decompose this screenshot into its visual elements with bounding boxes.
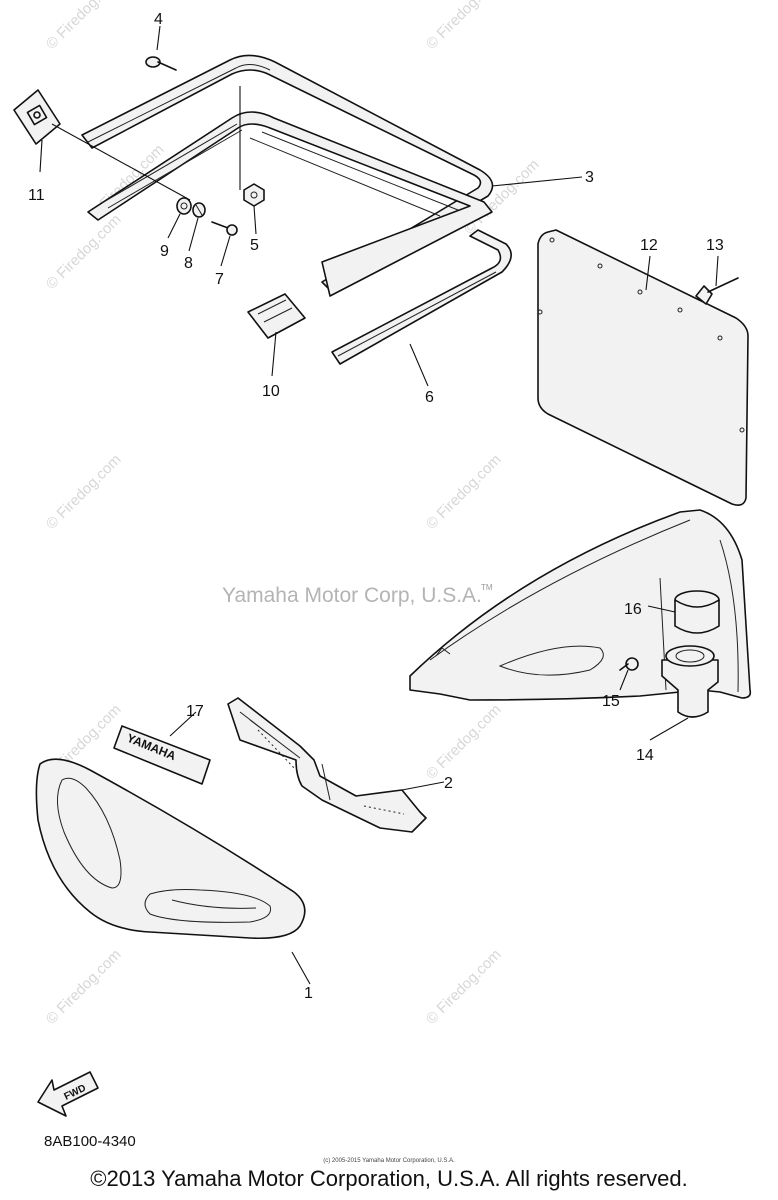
- part-10-reflector: [247, 293, 306, 339]
- callout-7: 7: [215, 271, 224, 288]
- watermark-text: © Firedog.com: [43, 451, 125, 533]
- callout-8: 8: [184, 255, 193, 272]
- callout-15: 15: [602, 693, 620, 710]
- callout-16: 16: [624, 601, 642, 618]
- callout-9: 9: [160, 243, 169, 260]
- part-1-grille: [35, 758, 306, 940]
- part-12-panel: [537, 229, 749, 506]
- callout-14: 14: [636, 747, 654, 764]
- part-15-rivet: [619, 657, 639, 671]
- callout-12: 12: [640, 237, 658, 254]
- callout-10: 10: [262, 383, 280, 400]
- watermark-tm: TM: [481, 583, 493, 592]
- callout-6: 6: [425, 389, 434, 406]
- part-3-guard-rail: [81, 54, 494, 297]
- callout-13: 13: [706, 237, 724, 254]
- watermark-text: © Firedog.com: [423, 0, 505, 53]
- callout-5: 5: [250, 237, 259, 254]
- hull-cowl: [409, 509, 752, 701]
- part-8-lock-washer: [192, 202, 206, 218]
- watermark-text: © Firedog.com: [43, 0, 125, 53]
- part-17-decal: YAMAHA: [113, 725, 211, 785]
- part-9-washer: [176, 197, 192, 215]
- part-6-rail-strip: [331, 229, 512, 365]
- part-7-screw: [211, 221, 238, 236]
- copyright-notice: ©2013 Yamaha Motor Corporation, U.S.A. A…: [90, 1166, 688, 1191]
- part-13-screw: [695, 277, 739, 305]
- watermark-text: © Firedog.com: [423, 451, 505, 533]
- leader-lines: [39, 25, 719, 985]
- watermark-center-text: Yamaha Motor Corp, U.S.A.: [222, 584, 482, 607]
- callout-numbers: 1 2 3 4 5 6 7 8 9 10 11 12 13 14 15 16 1…: [28, 11, 724, 1002]
- part-4-bolt: [145, 56, 177, 71]
- part-16-damper: [674, 590, 720, 634]
- fwd-arrow: FWD: [37, 1071, 99, 1117]
- watermark-text: © Firedog.com: [423, 701, 505, 783]
- watermark-text: © Firedog.com: [43, 211, 125, 293]
- watermark-text: © Firedog.com: [423, 946, 505, 1028]
- watermark-text: © Firedog.com: [43, 946, 125, 1028]
- part-5-nut: [243, 183, 265, 207]
- callout-11: 11: [28, 187, 45, 204]
- small-copyright: (c) 2005-2015 Yamaha Motor Corporation, …: [323, 1158, 455, 1164]
- callout-4: 4: [154, 11, 163, 28]
- callout-3: 3: [585, 169, 594, 186]
- callout-17: 17: [186, 703, 204, 720]
- part-11-bracket: [13, 89, 61, 145]
- callout-1: 1: [304, 985, 313, 1002]
- diagram-code: 8AB100-4340: [44, 1133, 136, 1150]
- part-14-holder: [661, 645, 719, 718]
- callout-2: 2: [444, 775, 453, 792]
- part-2-vent-duct: [227, 697, 427, 833]
